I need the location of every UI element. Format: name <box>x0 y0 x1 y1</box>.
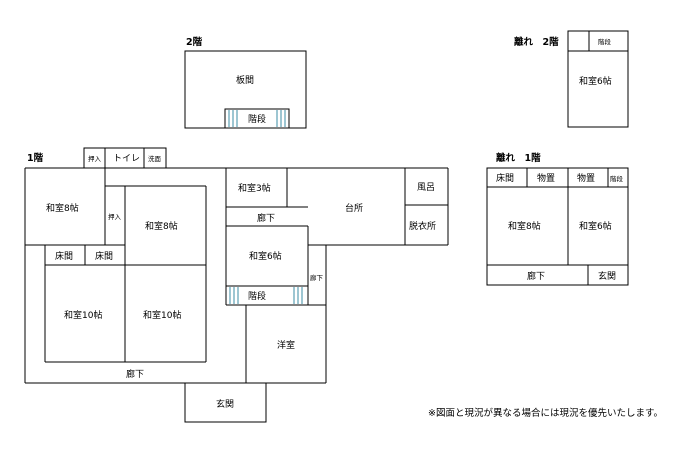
room-washitsu10-a: 和室10帖 <box>64 309 102 321</box>
room-tokonoma-b: 床間 <box>95 250 113 262</box>
room-washitsu8-b: 和室8帖 <box>145 220 178 232</box>
room-youshitsu: 洋室 <box>277 339 295 351</box>
room-rouka-small: 廊下 <box>310 273 324 282</box>
room-rouka-bottom: 廊下 <box>126 368 144 380</box>
room-annex1-washitsu8: 和室8帖 <box>508 220 541 232</box>
room-datsuijo: 脱衣所 <box>409 220 436 232</box>
annex1-outline <box>486 167 629 286</box>
room-genkan-main: 玄関 <box>216 398 234 410</box>
floor2-heading: 2階 <box>186 36 203 48</box>
room-annex1-tokonoma: 床間 <box>496 172 514 184</box>
room-daidokoro: 台所 <box>345 202 363 214</box>
annex1-heading: 離れ 1階 <box>496 152 541 164</box>
top-closets <box>83 147 167 169</box>
floor2-plan: 板間 階段 <box>184 50 307 129</box>
annex2-heading: 離れ 2階 <box>514 36 559 48</box>
room-toilet: トイレ <box>113 154 140 164</box>
room-washitsu8-a: 和室8帖 <box>46 202 79 214</box>
disclaimer-note: ※図面と現況が異なる場合には現況を優先いたします。 <box>428 407 663 419</box>
room-annex1-stairs: 階段 <box>610 174 624 183</box>
genkan-main-box <box>184 382 267 423</box>
room-annex1-genkan: 玄関 <box>598 270 616 282</box>
room-rouka-mid: 廊下 <box>257 212 275 224</box>
room-annex2-stairs: 階段 <box>598 37 612 46</box>
room-itama: 板間 <box>236 74 254 86</box>
floor2-outline <box>184 50 307 129</box>
room-washitsu3: 和室3帖 <box>238 182 271 194</box>
room-oshiire-side: 押入 <box>108 212 122 221</box>
room-washitsu10-b: 和室10帖 <box>143 309 181 321</box>
floor1-heading: 1階 <box>27 152 44 164</box>
annex2-outline <box>567 30 629 128</box>
room-senmen: 洗面 <box>148 154 162 163</box>
annex1-plan: 床間 物置 物置 階段 和室8帖 和室6帖 廊下 玄関 <box>486 167 629 286</box>
room-oshiire-top: 押入 <box>88 154 102 163</box>
room-annex2-washitsu6: 和室6帖 <box>579 75 612 87</box>
room-annex1-monooki-b: 物置 <box>577 172 595 184</box>
annex2-plan: 階段 和室6帖 <box>567 30 629 128</box>
room-stairs-2f: 階段 <box>248 113 266 125</box>
room-washitsu6: 和室6帖 <box>249 250 282 262</box>
floor2-stairs-box <box>224 108 290 129</box>
room-tokonoma-a: 床間 <box>55 250 73 262</box>
room-annex1-washitsu6: 和室6帖 <box>579 220 612 232</box>
room-stairs-mid: 階段 <box>248 290 266 302</box>
room-annex1-rouka: 廊下 <box>527 270 545 282</box>
floor1-plan: 押入 トイレ 洗面 和室8帖 押入 和室8帖 床間 床間 和室10帖 和室10帖… <box>24 147 449 423</box>
room-annex1-monooki-a: 物置 <box>537 172 555 184</box>
room-furo: 風呂 <box>417 182 435 193</box>
